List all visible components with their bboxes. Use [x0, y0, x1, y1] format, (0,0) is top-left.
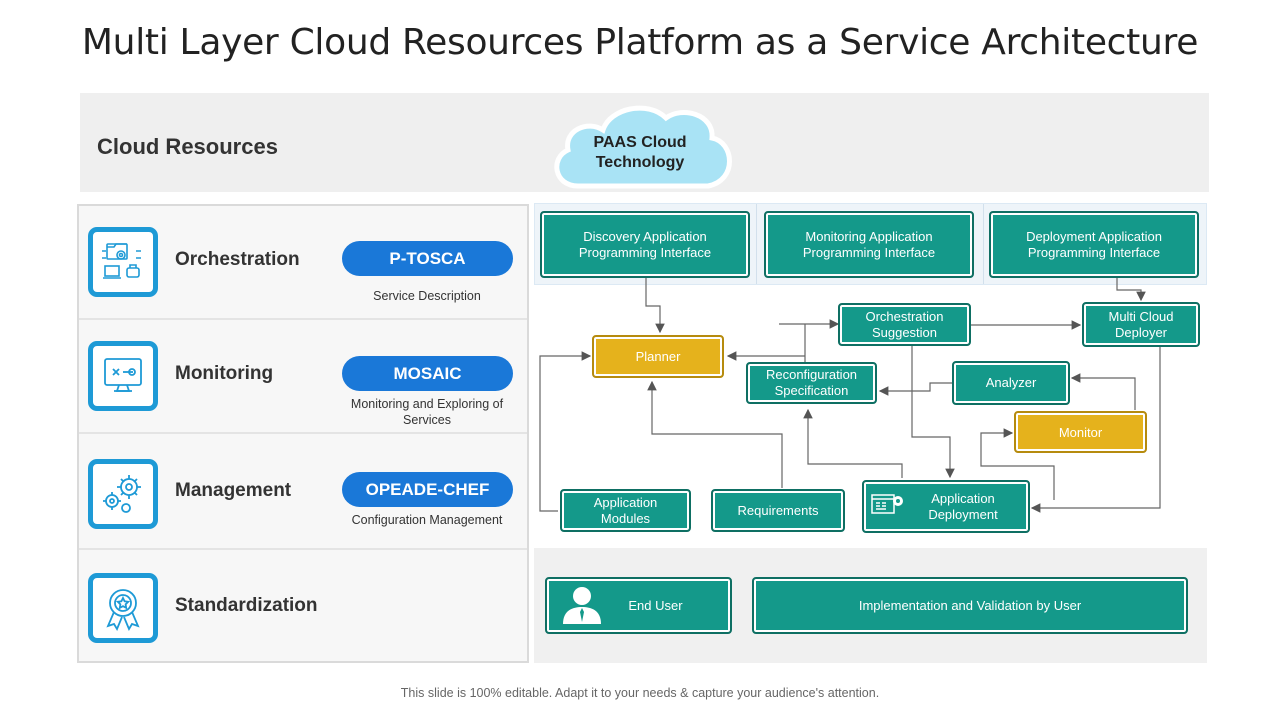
page-title: Multi Layer Cloud Resources Platform as … — [81, 22, 1199, 63]
reconfiguration-specification-box: Reconfiguration Specification — [746, 362, 877, 404]
implementation-validation-box: Implementation and Validation by User — [752, 577, 1188, 634]
pill-description: Service Description — [373, 289, 481, 303]
analyzer-box: Analyzer — [952, 361, 1070, 405]
row-label-monitoring: Monitoring — [175, 363, 274, 384]
row-label-management: Management — [175, 480, 292, 501]
award-badge-icon — [88, 573, 158, 643]
application-deployment-label: Application Deployment — [928, 490, 998, 522]
opeade-chef-pill: OPEADE-CHEF — [342, 472, 513, 507]
requirements-box: Requirements — [711, 489, 845, 532]
row-divider — [79, 548, 527, 550]
row-label-standardization: Standardization — [175, 595, 318, 616]
end-user-box: End User — [545, 577, 732, 634]
footer-note: This slide is 100% editable. Adapt it to… — [400, 686, 880, 700]
user-icon — [563, 587, 601, 624]
band-divider — [756, 204, 757, 284]
band-divider — [983, 204, 984, 284]
row-divider — [79, 318, 527, 320]
cloud-resources-label: Cloud Resources — [97, 134, 278, 159]
cloud-label-line2: Technology — [595, 154, 685, 171]
application-deployment-box: Application Deployment — [862, 480, 1030, 533]
pill-description: Configuration Management — [351, 513, 503, 527]
end-user-label: End User — [628, 597, 683, 613]
orchestration-suggestion-box: Orchestration Suggestion — [838, 303, 971, 346]
row-divider — [79, 432, 527, 434]
cloud-label: PAAS Cloud Technology — [574, 133, 706, 173]
gears-icon — [88, 459, 158, 529]
application-modules-box: Application Modules — [560, 489, 691, 532]
pill-description: Monitoring and Exploring of Services — [350, 397, 504, 427]
p-tosca-pill: P-TOSCA — [342, 241, 513, 276]
monitor-box: Monitor — [1014, 411, 1147, 453]
network-devices-icon — [88, 227, 158, 297]
row-label-orchestration: Orchestration — [175, 249, 300, 270]
mosaic-pill: MOSAIC — [342, 356, 513, 391]
cloud-shape — [554, 105, 732, 189]
multi-cloud-deployer-box: Multi Cloud Deployer — [1082, 302, 1200, 347]
planner-box: Planner — [592, 335, 724, 378]
discovery-api-box: Discovery Application Programming Interf… — [540, 211, 750, 278]
cloud-label-line1: PAAS Cloud — [593, 134, 687, 151]
monitoring-api-box: Monitoring Application Programming Inter… — [764, 211, 974, 278]
deployment-browser-icon — [871, 494, 903, 514]
deployment-api-box: Deployment Application Programming Inter… — [989, 211, 1199, 278]
monitor-tools-icon — [88, 341, 158, 411]
